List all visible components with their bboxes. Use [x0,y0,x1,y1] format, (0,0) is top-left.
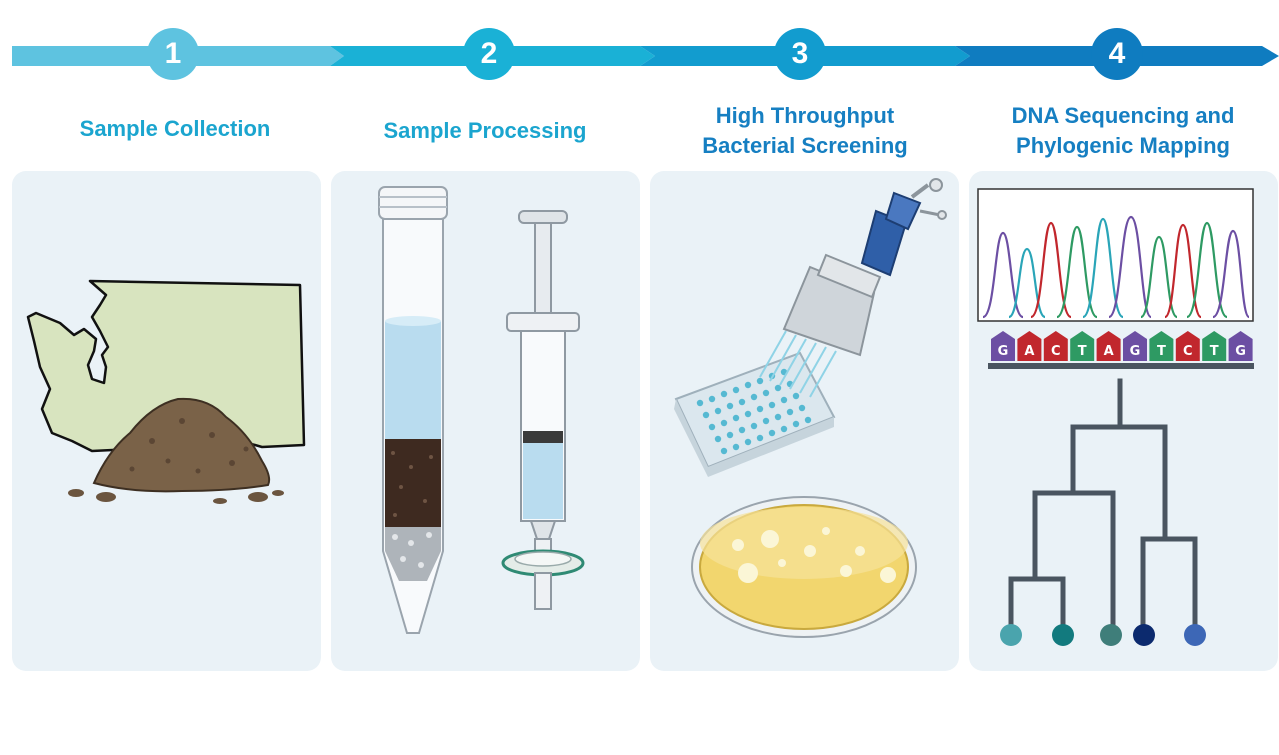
tree-leaf-2 [1052,624,1074,646]
base-tile [1096,331,1121,361]
soil-on-map-illustration [26,279,306,504]
processing-illustration [378,186,585,634]
base-letter: G [998,344,1009,359]
base-letter: A [1104,344,1114,359]
step-3-title-line1: High Throughput [715,103,895,128]
step-2-title-line1: Sample Processing [383,118,587,143]
step-2-number: 2 [463,28,515,80]
multichannel-pipette-icon [759,178,947,398]
base-tile [1149,331,1174,361]
base-letter: G [1235,344,1246,359]
step-4-title-line2: Phylogenic Mapping [1016,133,1230,158]
step-3-title-line2: Bacterial Screening [702,133,908,158]
tree-leaf-5 [1184,624,1206,646]
panel-sample-processing [331,171,640,671]
tree-leaf-3 [1100,624,1122,646]
base-tile [1175,331,1200,361]
petri-dish-icon [691,496,917,638]
base-letter: T [1078,344,1087,359]
base-letter: T [1157,344,1166,359]
tree-leaf-1 [1000,624,1022,646]
centrifuge-tube-icon [378,186,448,634]
step-3-title: High Throughput Bacterial Screening [650,101,960,161]
step-1-title: Sample Collection [20,114,330,144]
base-letter: G [1130,344,1141,359]
panel-bacterial-screening [650,171,959,671]
step-4-title-line1: DNA Sequencing and [1011,103,1235,128]
soil-pile-icon [92,397,271,493]
base-tile [1017,331,1042,361]
base-letter: C [1183,344,1193,359]
base-tile [991,331,1015,361]
step-1-title-line1: Sample Collection [79,116,271,141]
base-letter: C [1051,344,1061,359]
base-tile [1228,331,1253,361]
base-tile [1070,331,1095,361]
panel-sample-collection [12,171,321,671]
step-3-number: 3 [774,28,826,80]
step-1-number: 1 [147,28,199,80]
phylogenetic-tree-icon [1008,378,1198,636]
syringe-icon [506,210,580,554]
step-4-title: DNA Sequencing and Phylogenic Mapping [968,101,1278,161]
well-plate-icon [674,351,836,477]
base-letter: A [1024,344,1034,359]
screening-illustration [674,178,947,638]
tree-leaf-4 [1133,624,1155,646]
step-4-number: 4 [1091,28,1143,80]
sequence-baseline [988,363,1254,369]
base-tile [1123,331,1147,361]
syringe-filter-icon [501,549,585,610]
base-tile [1043,331,1068,361]
base-tile [1202,331,1227,361]
step-2-title: Sample Processing [330,116,640,146]
base-letter: T [1210,344,1219,359]
chromatogram-peaks [982,215,1251,319]
